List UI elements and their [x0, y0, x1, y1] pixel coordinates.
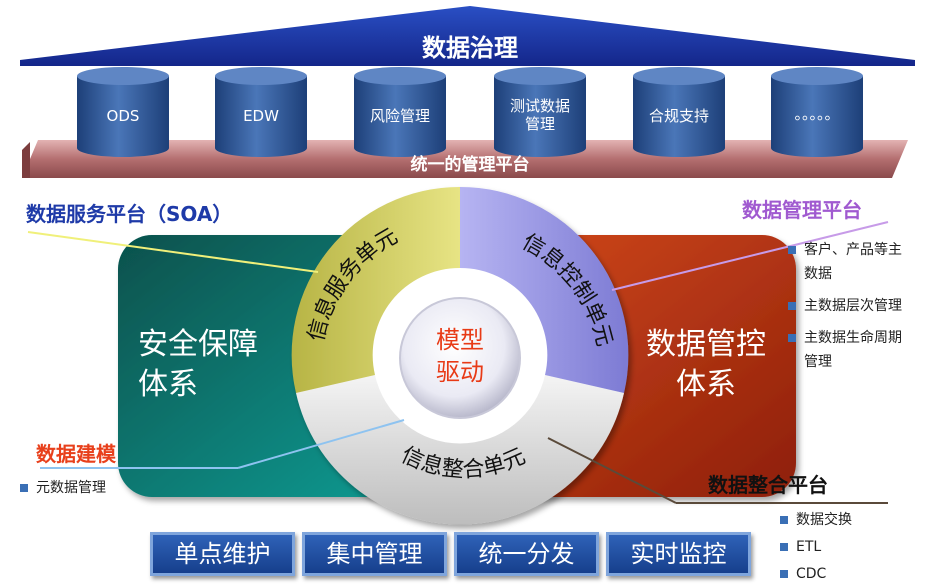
pillar-label-compliance: 合规支持 [648, 107, 709, 125]
bullet-item: 主数据生命周期 管理 [786, 326, 936, 374]
connector-soa [27, 231, 319, 273]
connector-integration [547, 437, 677, 504]
connector-management [611, 221, 889, 291]
bullet-item: 客户、产品等主 数据 [786, 238, 936, 286]
pillar-risk [354, 67, 446, 157]
right-system-label: 数据管控 体系 [646, 327, 766, 402]
realtime-monitoring-button[interactable]: 实时监控 [606, 532, 751, 576]
modeling-bullets: 元数据管理 [18, 476, 178, 500]
modeling-callout-title: 数据建模 [36, 442, 116, 466]
integration-bullets: 数据交换 ETL CDC [778, 508, 918, 586]
pillar-test-data [494, 67, 586, 157]
pillar-label-test-data: 测试数据 管理 [509, 97, 570, 133]
centralized-management-button[interactable]: 集中管理 [302, 532, 447, 576]
ring-segment-integration [296, 375, 624, 525]
pillar-row [77, 67, 863, 157]
soa-callout-title: 数据服务平台（SOA） [26, 202, 233, 226]
bullet-item: 元数据管理 [18, 476, 178, 500]
management-bullets: 客户、产品等主 数据 主数据层次管理 主数据生命周期 管理 [786, 238, 936, 374]
bullet-item: ETL [778, 535, 918, 559]
bullet-item: 数据交换 [778, 508, 918, 532]
pillar-more [771, 67, 863, 157]
management-callout-title: 数据管理平台 [742, 198, 862, 222]
pillar-label-edw: EDW [243, 107, 279, 125]
platform-title: 统一的管理平台 [410, 155, 530, 175]
pillar-label-risk: 风险管理 [369, 107, 430, 125]
pillar-label-ods: ODS [106, 107, 140, 125]
bullet-item: CDC [778, 562, 918, 586]
pillar-compliance [633, 67, 725, 157]
pillar-edw [215, 67, 307, 157]
core-label: 模型 驱动 [436, 326, 484, 386]
left-system-label: 安全保障 体系 [138, 327, 258, 402]
connector-modeling-diag [237, 419, 405, 469]
ring [291, 186, 629, 525]
pillar-label-more: 。。。。。 [794, 105, 840, 123]
pillar-ods [77, 67, 169, 157]
roof [20, 6, 915, 66]
bullet-item: 主数据层次管理 [786, 294, 936, 318]
ring-segment-service [291, 186, 460, 393]
roof-title: 数据治理 [422, 34, 518, 62]
single-point-maintenance-button[interactable]: 单点维护 [150, 532, 295, 576]
ring-core [399, 297, 521, 419]
unified-distribution-button[interactable]: 统一分发 [454, 532, 599, 576]
integration-callout-title: 数据整合平台 [708, 473, 828, 497]
ring-segment-control [460, 186, 629, 393]
